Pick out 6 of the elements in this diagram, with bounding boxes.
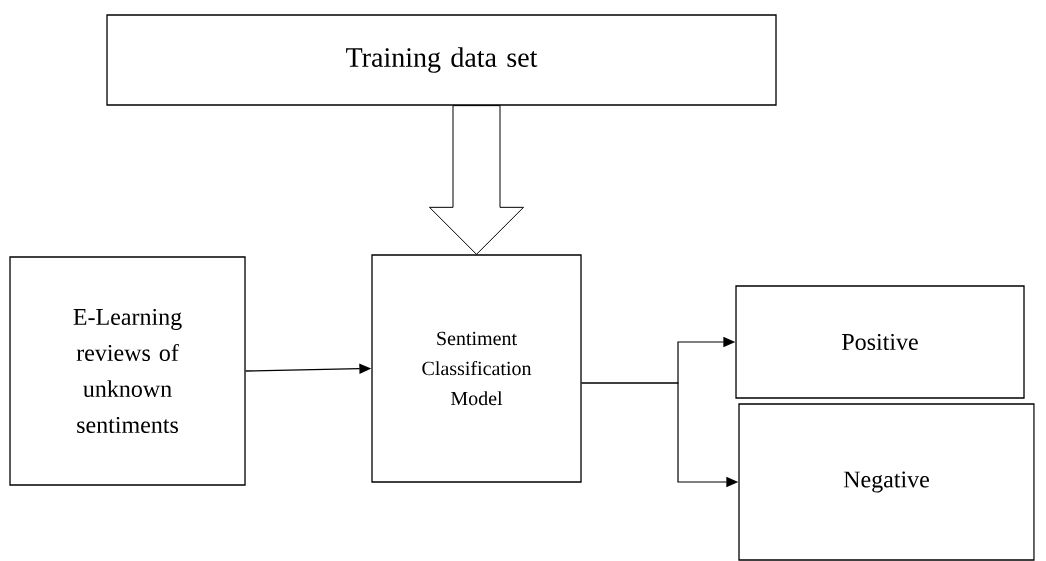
process-box: Negative — [738, 403, 1035, 561]
process-box: E-Learning reviews of unknown sentiments — [9, 256, 246, 486]
process-box: Positive — [735, 285, 1025, 399]
process-box: Sentiment Classification Model — [371, 254, 582, 483]
block-arrow — [429, 105, 524, 255]
process-box: Training data set — [106, 14, 777, 106]
